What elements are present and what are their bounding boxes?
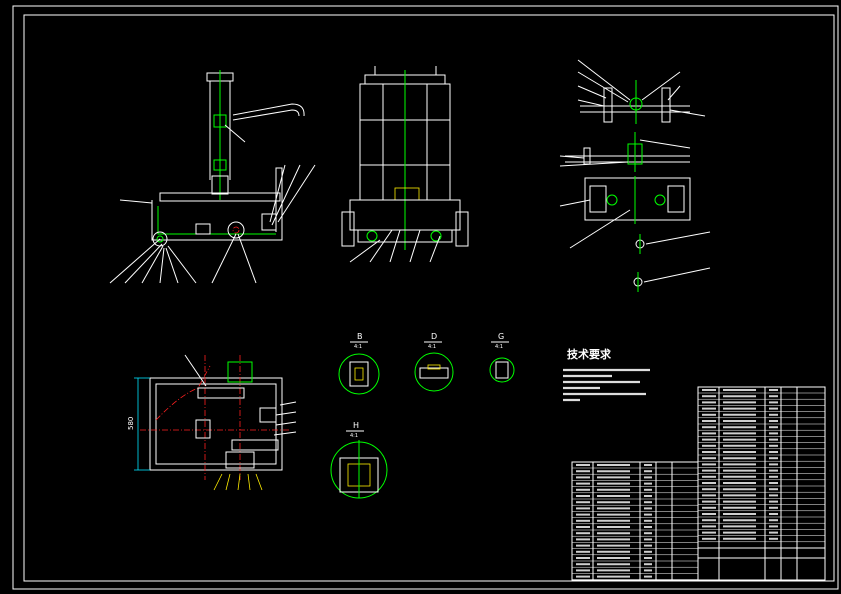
section-view bbox=[134, 354, 297, 491]
detail-b-letter: B bbox=[357, 332, 363, 341]
detail-d-letter: D bbox=[431, 332, 437, 341]
front-view bbox=[109, 70, 316, 284]
side-view bbox=[341, 66, 469, 263]
top-right-details bbox=[559, 59, 711, 292]
detail-views: B 4:1 D 4:1 G 4:1 H 4:1 bbox=[330, 332, 515, 499]
inner-frame bbox=[23, 14, 835, 582]
outer-frame bbox=[12, 5, 839, 590]
detail-g-scale: 4:1 bbox=[495, 344, 503, 350]
detail-b-scale: 4:1 bbox=[354, 344, 362, 350]
tech-requirements-title: 技术要求 bbox=[567, 347, 612, 361]
detail-h-letter: H bbox=[353, 421, 359, 430]
detail-h-scale: 4:1 bbox=[350, 433, 358, 439]
detail-g-letter: G bbox=[498, 332, 504, 341]
title-block bbox=[571, 386, 826, 581]
detail-d-scale: 4:1 bbox=[428, 344, 436, 350]
tech-requirements-lines bbox=[563, 368, 650, 402]
dimension-label: 580 bbox=[127, 417, 135, 430]
